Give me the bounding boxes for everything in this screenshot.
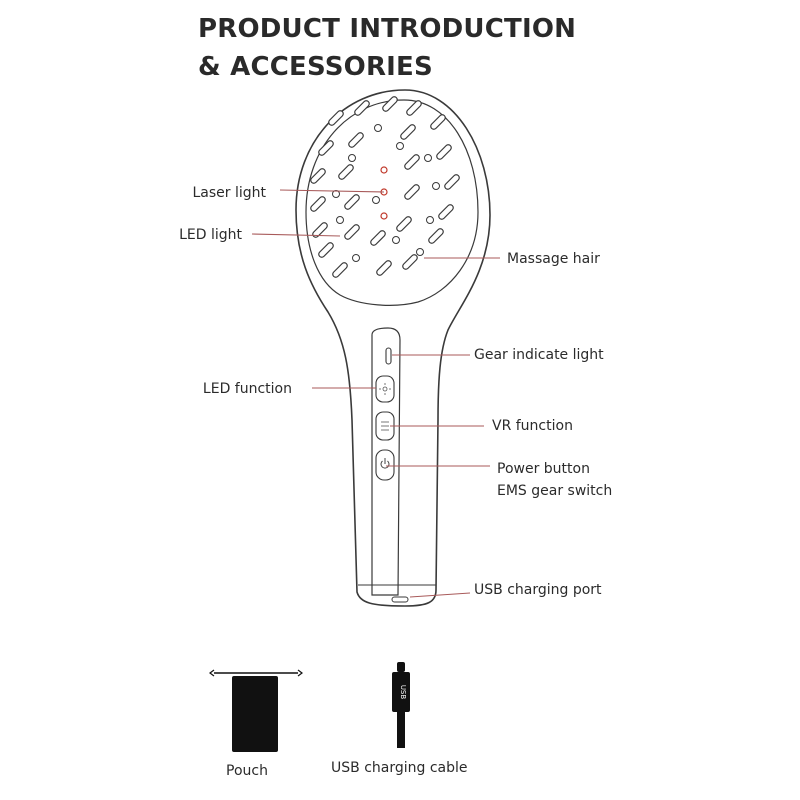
bristle-pin [430,114,446,130]
pouch-bag [232,676,278,752]
label-led-light: LED light [179,227,242,243]
bristle-pin [428,228,444,244]
label-massage-hair: Massage hair [507,251,600,267]
vibration-icon [381,421,389,431]
bristle-pin [400,124,416,140]
label-usb-charging-port: USB charging port [474,582,602,598]
bristle-pin [406,100,422,116]
label-laser-light: Laser light [192,185,266,201]
led-dot [396,142,404,150]
sun-icon [379,383,391,395]
usb-c-tip [397,662,405,672]
label-vr-function: VR function [492,418,573,434]
led-dot [432,182,440,190]
title-line-1: PRODUCT INTRODUCTION [198,14,577,44]
bristle-pin [310,168,326,184]
label-gear-indicate-light: Gear indicate light [474,347,604,363]
bristle-pin [310,196,326,212]
label-power-button: Power button [497,461,590,477]
led-dot [332,190,340,198]
power-icon [380,458,390,469]
handle-panel [371,327,401,596]
usb-port [391,596,409,603]
label-ems-gear-switch: EMS gear switch [497,483,613,499]
led-dot [352,254,360,262]
leader-led-light [251,233,341,237]
bristle-pin [312,222,328,238]
bristle-pin [318,242,334,258]
led-lights [332,124,440,262]
bristle-pin [404,184,420,200]
bristle-pin [348,132,364,148]
power-button[interactable] [375,449,395,481]
led-dot [424,154,432,162]
gear-indicator-light [385,347,392,365]
bristle-pin [338,164,354,180]
usb-cable-cord [397,712,405,748]
bristle-pin [354,100,370,116]
brush-head-inner-edge [305,99,479,306]
led-dot [416,248,424,256]
leader-laser-light [279,189,385,193]
bristle-pin [438,204,454,220]
usb-cable: USB [392,662,410,748]
massage-bristles [310,96,460,278]
bristle-pin [376,260,392,276]
bristle-pin [404,154,420,170]
laser-dot [380,166,388,174]
bristle-pin [370,230,386,246]
bristle-pin [332,262,348,278]
bristle-pin [402,254,418,270]
bristle-pin [396,216,412,232]
bristle-pin [444,174,460,190]
bristle-pin [436,144,452,160]
label-pouch: Pouch [226,763,268,779]
bristle-pin [344,224,360,240]
laser-dot [380,212,388,220]
led-dot [426,216,434,224]
led-dot [374,124,382,132]
led-dot [336,216,344,224]
led-dot [392,236,400,244]
usb-plug-text: USB [399,685,407,700]
label-usb-charging-cable: USB charging cable [331,760,468,776]
bristle-pin [344,194,360,210]
bristle-pin [318,140,334,156]
bristle-pin [328,110,344,126]
usb-plug-body [392,672,410,712]
led-function-button[interactable] [375,375,395,403]
label-led-function: LED function [202,381,292,397]
leader-lines [251,189,500,598]
led-dot [372,196,380,204]
pouch [209,669,303,752]
bristle-pin [382,96,398,112]
page-title: PRODUCT INTRODUCTION & ACCESSORIES [198,10,576,86]
leader-usb-port [409,592,471,598]
brush-body-outline [295,89,491,607]
led-dot [348,154,356,162]
title-line-2: & ACCESSORIES [198,52,433,82]
